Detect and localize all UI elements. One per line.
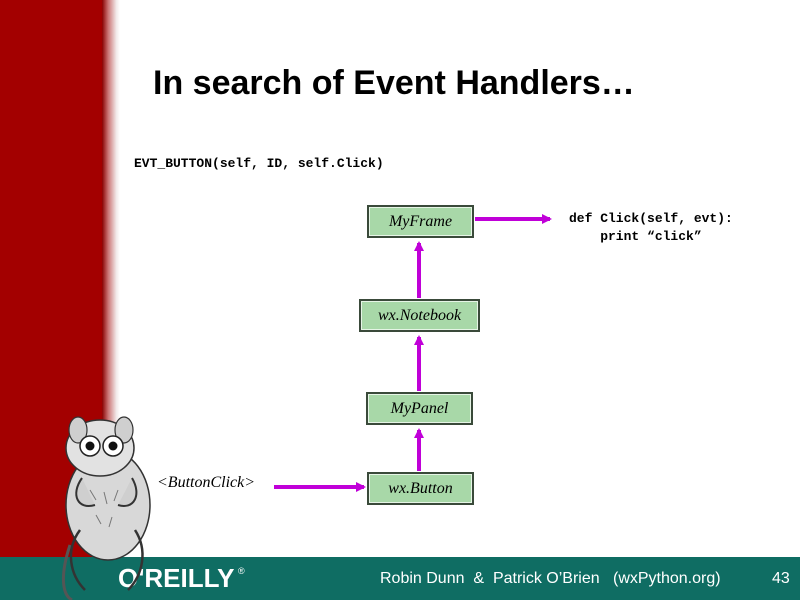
event-label: <ButtonClick> <box>157 474 256 491</box>
footer-credits: Robin Dunn & Patrick O’Brien (wxPython.o… <box>380 570 721 587</box>
oreilly-logo: O'REILLY <box>118 563 235 593</box>
node-wx-notebook: wx.Notebook <box>359 299 480 332</box>
node-wx-button: wx.Button <box>367 472 474 505</box>
handler-code: def Click(self, evt): print “click” <box>569 210 733 246</box>
slide-title: In search of Event Handlers… <box>153 64 635 102</box>
node-myframe: MyFrame <box>367 205 474 238</box>
registered-mark-icon: ® <box>238 566 245 576</box>
node-mypanel: MyPanel <box>366 392 473 425</box>
handler-code-line-2: print “click” <box>569 229 702 244</box>
left-band-shade <box>102 0 120 600</box>
page-number: 43 <box>772 570 790 587</box>
left-band <box>0 0 102 600</box>
binding-code: EVT_BUTTON(self, ID, self.Click) <box>134 156 384 171</box>
handler-code-line-1: def Click(self, evt): <box>569 211 733 226</box>
